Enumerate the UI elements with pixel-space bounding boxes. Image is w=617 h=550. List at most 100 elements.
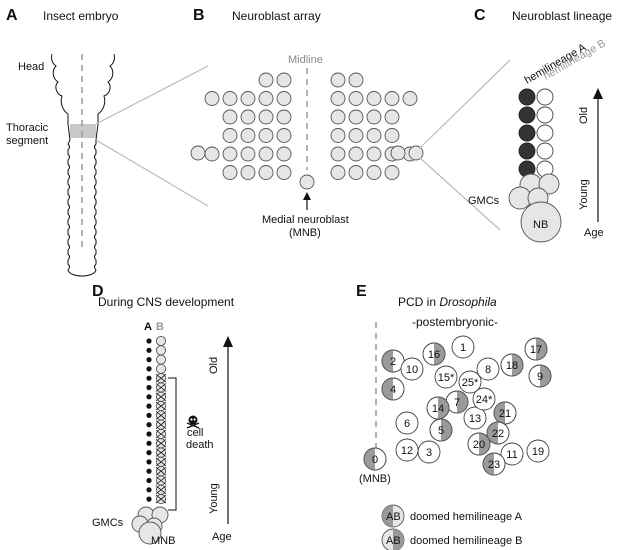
lineage-cell (451, 335, 475, 359)
hemilineage-a-dot (146, 450, 152, 456)
neuroblast (240, 109, 256, 125)
neuroblast (204, 146, 220, 162)
panel-b-title: Neuroblast array (232, 9, 321, 23)
death-label: death (186, 439, 214, 451)
doomed-hemilineage-shade (512, 354, 523, 376)
dying-cell-cross (155, 401, 167, 411)
age-arrowhead-d (223, 336, 233, 347)
neuroblast-array (190, 72, 424, 190)
midline-label: Midline (288, 54, 323, 66)
neuroblast (222, 128, 238, 143)
dying-cell-cross (155, 392, 167, 402)
lineage-cell-outline (422, 342, 446, 366)
age-arrowhead-c (593, 88, 603, 99)
neuroblast (366, 91, 382, 106)
neuroblast (258, 165, 274, 180)
hemilineage-a-dot (146, 496, 152, 502)
lineage-number: 25* (462, 377, 479, 389)
lineage-number: 4 (390, 384, 396, 396)
panel-a: A Insect embryo Head Thoracic segment (6, 7, 121, 277)
hemilineage-a-dot (146, 431, 152, 437)
neuroblast (276, 146, 292, 162)
cns-lineage-column (131, 335, 169, 545)
neuroblast (348, 109, 364, 125)
cell-death-bracket (168, 377, 177, 511)
hemilineage-a-dot (146, 468, 152, 474)
lineage-number: 17 (530, 344, 542, 356)
hemilineage-a-dot (146, 394, 152, 400)
doomed-hemilineage-shade (457, 391, 468, 413)
legend-text-b: doomed hemilineage B (410, 535, 523, 547)
lineage-cell-outline (524, 337, 548, 361)
embryo-head (49, 48, 121, 54)
hemilineage-a-dot (146, 375, 152, 381)
gmcs-label-d: GMCs (92, 517, 124, 529)
doomed-hemilineage-shade (536, 338, 547, 360)
head-label: Head (18, 61, 44, 73)
dying-cell-cross (155, 373, 167, 383)
hemilineage-a-cell (518, 106, 536, 124)
lineage-cell (458, 370, 482, 394)
hemilineage-a-dot (146, 357, 152, 363)
hemilineage-b-cell (536, 124, 554, 142)
lineage-number: 20 (473, 439, 485, 451)
mnb-label-d: MNB (151, 535, 175, 547)
neuroblast-c (520, 201, 562, 243)
lineage-cell (476, 357, 500, 381)
neuroblast (276, 165, 292, 180)
neuroblast (258, 128, 274, 143)
neuroblast (348, 128, 364, 143)
doomed-hemilineage-shade (487, 422, 498, 444)
hemilineage-a-cell (518, 142, 536, 160)
thoracic-label-1: Thoracic (6, 122, 49, 134)
neuroblast (348, 91, 364, 106)
doomed-hemilineage-shade (483, 453, 494, 475)
zoom-line-a-bottom (95, 139, 209, 207)
neuroblast (276, 128, 292, 143)
neuroblast (330, 91, 346, 106)
legend-glyph-b: AB (386, 535, 401, 547)
dying-cell-cross (155, 383, 167, 392)
neuroblast (348, 165, 364, 180)
hemilineage-b-cell (155, 335, 167, 347)
lineage-cell (463, 406, 487, 430)
lineage-cell-outline (500, 353, 524, 377)
neuroblast (222, 91, 238, 106)
lineage-number: 15* (438, 372, 455, 384)
lineage-cell-outline (482, 452, 506, 476)
panel-d: D During CNS development A B cell death … (92, 283, 235, 547)
nb-label-c: NB (533, 219, 548, 231)
neuroblast (408, 145, 424, 161)
doomed-hemilineage-shade (434, 343, 445, 365)
mnb-arrowhead (303, 192, 311, 200)
panel-d-letter: D (92, 283, 104, 300)
zoom-line-a-top (95, 65, 209, 125)
hemilineage-a-cell (518, 88, 536, 106)
thoracic-segment-highlight (70, 124, 96, 138)
lineage-cell (395, 411, 419, 435)
neuroblast (190, 145, 206, 161)
panel-e-subtitle: -postembryonic- (412, 315, 498, 329)
mnb-label-2: (MNB) (289, 227, 321, 239)
hemilineage-b-cell (536, 88, 554, 106)
dying-cell-cross (155, 466, 167, 476)
neuroblast (240, 128, 256, 143)
doomed-hemilineage-shade (438, 397, 449, 419)
hemilineage-b-cell (536, 142, 554, 160)
panel-d-title: During CNS development (98, 295, 235, 309)
lineage-number: 6 (404, 418, 410, 430)
zoom-line-b-bottom (419, 157, 501, 231)
neuroblast (366, 146, 382, 162)
gmc-cell (538, 173, 560, 195)
lineage-number: 10 (406, 364, 418, 376)
hemilineage-a-dot (146, 412, 152, 418)
zoom-line-b-top (419, 59, 511, 149)
lineage-number: 5 (438, 425, 444, 437)
col-b-label: B (156, 321, 164, 333)
hemilineage-a-dot (146, 347, 152, 353)
hemilineage-a-dot (146, 477, 152, 484)
hemilineage-a-dot (146, 422, 152, 428)
dying-cell-cross (155, 457, 167, 467)
